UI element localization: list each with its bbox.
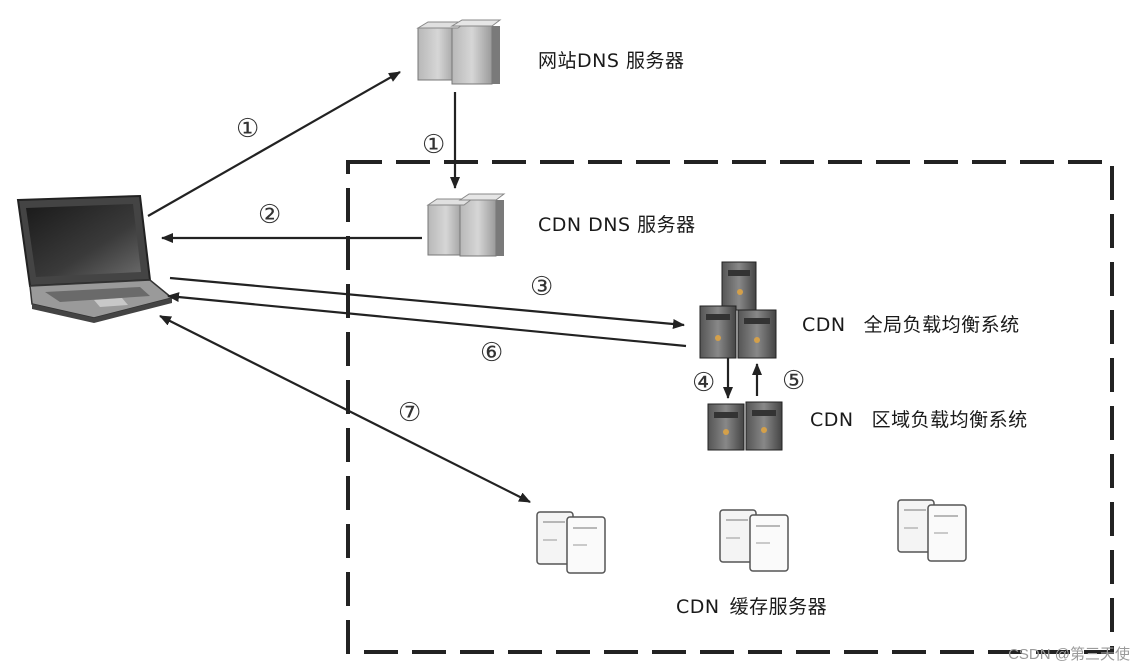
step-4-label: ④: [692, 368, 716, 398]
global-load-balancer-prefix: CDN: [802, 314, 846, 336]
cdn-cache-server-icon: [536, 511, 606, 574]
arrow-step-1-client-to-dns: [147, 71, 401, 217]
laptop-icon: [16, 194, 174, 323]
cdn-cache-server-label: CDN 缓存服务器: [676, 592, 827, 619]
cdn-cache-server-icon: [897, 499, 967, 562]
cdn-cache-server-icon: [719, 509, 789, 572]
step-2-label: ②: [258, 200, 282, 230]
step-1-label: ①: [236, 114, 260, 144]
arrow-step-6-global-lb-to-client: [167, 292, 687, 348]
cdn-cache-server-name: 缓存服务器: [729, 596, 828, 618]
global-load-balancer-name: 全局负载均衡系统: [863, 314, 1020, 336]
arrow-step-7-client-cache: [159, 315, 531, 503]
website-dns-server-icon: [416, 19, 502, 85]
cdn-dns-server-label: CDN DNS 服务器: [538, 214, 696, 236]
global-load-balancer-icon: [699, 261, 777, 359]
regional-load-balancer-icon: [707, 401, 783, 451]
regional-load-balancer-prefix: CDN: [810, 409, 854, 431]
watermark: CSDN @第三天使: [1008, 646, 1130, 663]
global-load-balancer-label: CDN 全局负载均衡系统: [802, 310, 1020, 337]
cdn-dns-server-icon: [426, 193, 506, 257]
step-3-label: ③: [530, 272, 554, 302]
website-dns-server-label: 网站DNS 服务器: [538, 50, 685, 72]
regional-load-balancer-name: 区域负载均衡系统: [871, 409, 1028, 431]
arrow-step-3-client-to-global-lb: [169, 276, 685, 329]
cdn-cache-server-prefix: CDN: [676, 596, 720, 618]
step-5-label: ⑤: [782, 366, 806, 396]
step-7-label: ⑦: [398, 398, 422, 428]
step-1-label-dns: ①: [422, 130, 446, 160]
step-6-label: ⑥: [480, 338, 504, 368]
regional-load-balancer-label: CDN 区域负载均衡系统: [810, 405, 1028, 432]
